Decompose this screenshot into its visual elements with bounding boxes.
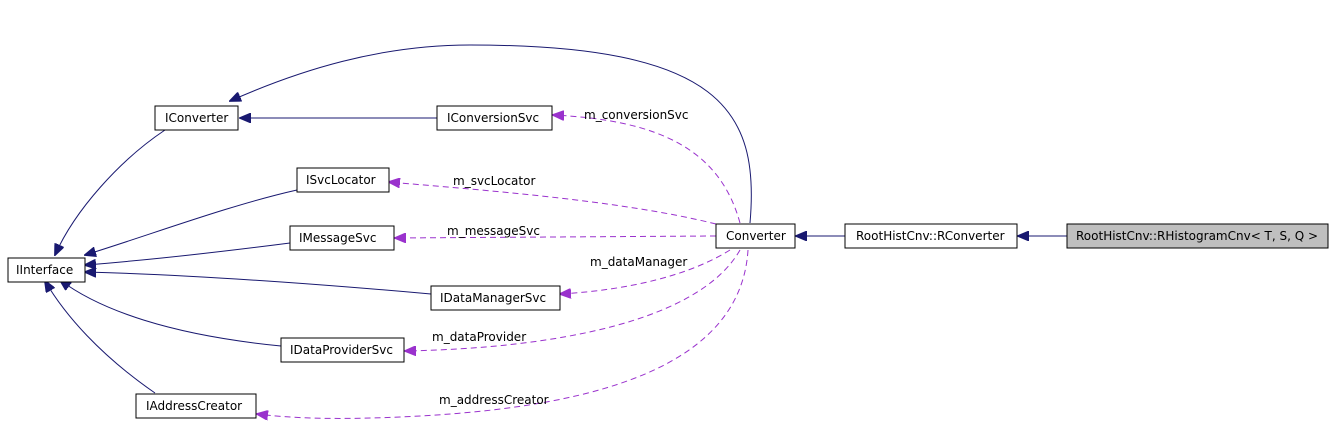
edge-converter-uses-idataprovidersvc: [405, 249, 741, 351]
edge-isvclocator-to-iinterface: [85, 189, 298, 255]
node-isvclocator[interactable]: ISvcLocator: [296, 167, 390, 193]
edge-label-message-svc: m_messageSvc: [447, 224, 540, 238]
node-iinterface[interactable]: IInterface: [7, 257, 86, 283]
node-label-iconversionsvc: IConversionSvc: [447, 111, 539, 125]
node-idatamanagersvc[interactable]: IDataManagerSvc: [430, 285, 561, 311]
node-label-isvclocator: ISvcLocator: [306, 173, 376, 187]
node-label-iconverter: IConverter: [165, 111, 228, 125]
node-label-iaddresscreator: IAddressCreator: [146, 399, 242, 413]
node-iconverter[interactable]: IConverter: [154, 105, 239, 131]
edge-converter-uses-idatamanagersvc: [560, 249, 731, 294]
edge-idataprovidersvc-to-iinterface: [60, 280, 282, 347]
node-iconversionsvc[interactable]: IConversionSvc: [436, 105, 553, 131]
edge-label-data-manager: m_dataManager: [590, 255, 687, 269]
node-label-iinterface: IInterface: [16, 263, 73, 277]
node-label-converter: Converter: [726, 229, 786, 243]
edge-imessagesvc-to-iinterface: [85, 242, 291, 265]
edge-converter-uses-iconversionsvc: [553, 115, 741, 224]
edge-converter-uses-iaddresscreator: [257, 249, 749, 418]
edge-label-svc-locator: m_svcLocator: [453, 174, 535, 188]
node-converter[interactable]: Converter: [715, 223, 796, 249]
edge-label-data-provider: m_dataProvider: [432, 330, 526, 344]
node-iaddresscreator[interactable]: IAddressCreator: [135, 393, 257, 419]
node-label-imessagesvc: IMessageSvc: [299, 231, 376, 245]
edge-label-address-creator: m_addressCreator: [439, 393, 549, 407]
edge-converter-uses-imessagesvc: [395, 236, 717, 238]
node-label-idataprovidersvc: IDataProviderSvc: [290, 343, 393, 357]
node-idataprovidersvc[interactable]: IDataProviderSvc: [280, 337, 405, 363]
node-rconverter[interactable]: RootHistCnv::RConverter: [844, 223, 1018, 249]
edge-iconverter-to-iinterface: [55, 129, 166, 255]
edge-iaddresscreator-to-iinterface: [45, 281, 156, 394]
edge-idatamanagersvc-to-iinterface: [85, 272, 432, 295]
edge-converter-uses-isvclocator: [389, 182, 717, 225]
node-label-rhistogramcnv: RootHistCnv::RHistogramCnv< T, S, Q >: [1076, 229, 1318, 243]
node-rhistogramcnv[interactable]: RootHistCnv::RHistogramCnv< T, S, Q >: [1066, 223, 1329, 249]
node-imessagesvc[interactable]: IMessageSvc: [289, 225, 395, 251]
edge-converter-to-iconverter: [230, 44, 752, 224]
node-label-idatamanagersvc: IDataManagerSvc: [440, 291, 546, 305]
node-label-rconverter: RootHistCnv::RConverter: [856, 229, 1005, 243]
edge-label-conversion-svc: m_conversionSvc: [584, 108, 689, 122]
